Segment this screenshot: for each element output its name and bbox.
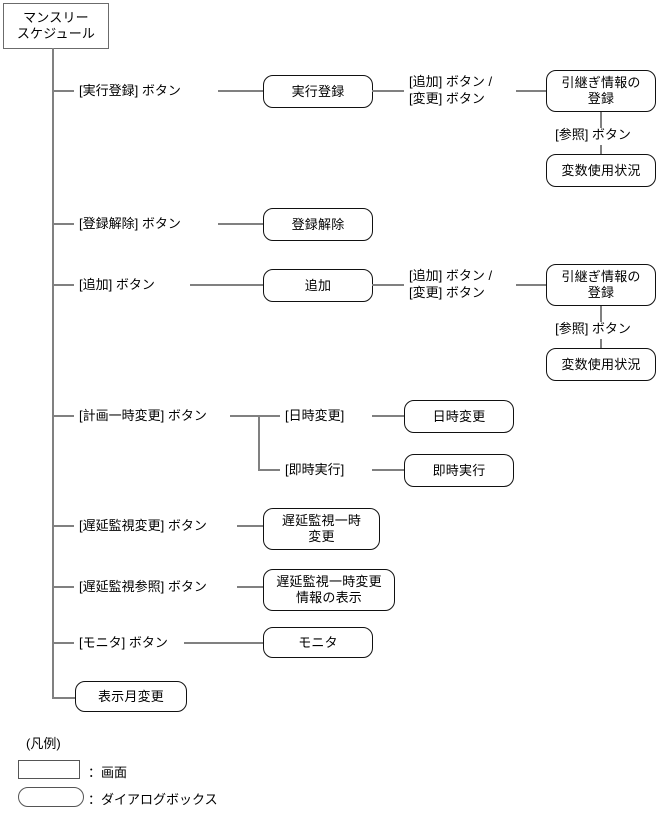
branch-stub-6 — [52, 586, 74, 588]
node-jikkou-touroku[interactable]: 実行登録 — [263, 75, 373, 108]
connector-4 — [230, 415, 280, 417]
subbranch-label-4b: [即時実行] — [285, 462, 345, 477]
connector-7 — [184, 642, 264, 644]
connector-6 — [237, 586, 265, 588]
branch-label-3-child: [追加] ボタン / [変更] ボタン — [409, 268, 493, 300]
connector-3-child-left — [372, 284, 404, 286]
connector-3-grandchild-top — [600, 306, 602, 322]
connector-4a — [372, 415, 405, 417]
node-sokuji-jikkou[interactable]: 即時実行 — [404, 454, 514, 487]
branch-stub-4 — [52, 415, 74, 417]
branch-stub-8 — [52, 697, 78, 699]
branch-label-3: [追加] ボタン — [79, 277, 155, 292]
branch-label-7: [モニタ] ボタン — [79, 635, 168, 650]
connector-2 — [218, 223, 264, 225]
connector-1-child-right — [516, 90, 547, 92]
subbranch-spine-4 — [258, 415, 260, 471]
node-chien-kanshi-jouhou-hyouji[interactable]: 遅延監視一時変更 情報の表示 — [263, 569, 395, 611]
branch-label-1-grandchild: [参照] ボタン — [555, 127, 631, 142]
subbranch-label-4a: [日時変更] — [285, 408, 345, 423]
branch-stub-7 — [52, 642, 74, 644]
connector-5 — [237, 525, 265, 527]
legend-label-screen: ：画面 — [88, 765, 128, 780]
connector-3-grandchild-bottom — [600, 339, 602, 349]
legend-swatch-screen — [18, 760, 80, 779]
subbranch-stub-4a — [258, 415, 280, 417]
branch-stub-1 — [52, 90, 74, 92]
branch-stub-5 — [52, 525, 74, 527]
branch-label-1-child: [追加] ボタン / [変更] ボタン — [409, 74, 493, 106]
node-hyouji-tsuki-henkou[interactable]: 表示月変更 — [75, 681, 187, 712]
node-tsuika[interactable]: 追加 — [263, 269, 373, 302]
connector-3 — [190, 284, 264, 286]
subbranch-stub-4b — [258, 469, 280, 471]
branch-label-4: [計画一時変更] ボタン — [79, 408, 207, 423]
node-hikitsugi-jouhou-touroku-1[interactable]: 引継ぎ情報の 登録 — [546, 70, 656, 112]
branch-label-1: [実行登録] ボタン — [79, 83, 181, 98]
legend-title: (凡例) — [26, 736, 61, 751]
node-chien-kanshi-ichiji-henkou[interactable]: 遅延監視一時 変更 — [263, 508, 380, 550]
branch-label-3-grandchild: [参照] ボタン — [555, 321, 631, 336]
connector-1-grandchild-top — [600, 112, 602, 128]
connector-3-child-right — [516, 284, 547, 286]
branch-label-2: [登録解除] ボタン — [79, 216, 181, 231]
node-hikitsugi-jouhou-touroku-2[interactable]: 引継ぎ情報の 登録 — [546, 264, 656, 306]
connector-1 — [218, 90, 264, 92]
connector-1-child-left — [372, 90, 404, 92]
branch-label-6: [遅延監視参照] ボタン — [79, 579, 207, 594]
node-touroku-kaijo[interactable]: 登録解除 — [263, 208, 373, 241]
root-node-monthly-schedule[interactable]: マンスリー スケジュール — [3, 3, 109, 49]
branch-stub-3 — [52, 284, 74, 286]
legend-label-dialog: ：ダイアログボックス — [88, 792, 218, 807]
branch-label-5: [遅延監視変更] ボタン — [79, 518, 207, 533]
connector-4b — [372, 469, 405, 471]
trunk-line — [52, 48, 54, 698]
legend-swatch-dialog — [18, 787, 84, 807]
node-monitor[interactable]: モニタ — [263, 627, 373, 658]
connector-1-grandchild-bottom — [600, 145, 602, 155]
node-hensuu-shiyou-joukyou-2[interactable]: 変数使用状況 — [546, 348, 656, 381]
branch-stub-2 — [52, 223, 74, 225]
node-hensuu-shiyou-joukyou-1[interactable]: 変数使用状況 — [546, 154, 656, 187]
node-nichiji-henkou[interactable]: 日時変更 — [404, 400, 514, 433]
